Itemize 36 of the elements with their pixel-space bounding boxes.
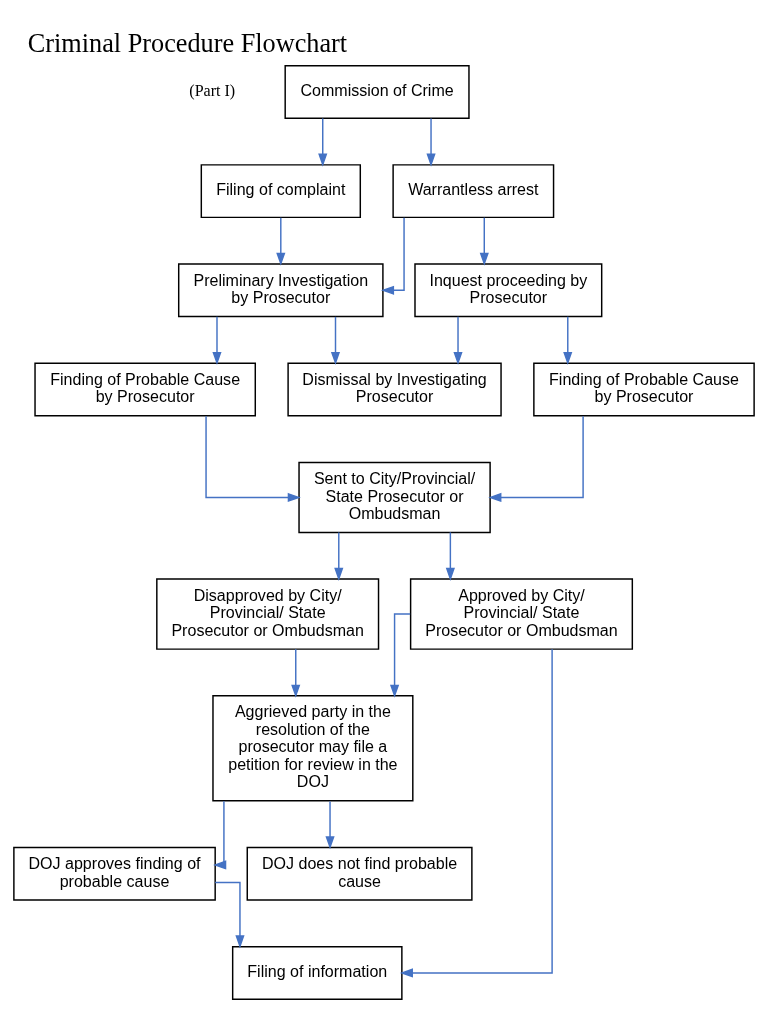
arrow (488, 415, 584, 502)
node-box: Finding of Probable Cause by Prosecutor (533, 362, 755, 417)
arrow (389, 613, 411, 698)
arrow (213, 800, 227, 870)
arrow (479, 216, 489, 266)
arrow (334, 531, 344, 581)
node-box: Aggrieved party in the resolution of the prosecutor may file a petition for review in the DOJ (212, 695, 414, 802)
node-box: DOJ approves finding of probable cause (13, 846, 216, 901)
node-box: Inquest proceeding by Prosecutor (414, 263, 603, 318)
label: (Part I) (189, 82, 236, 100)
arrow (276, 216, 286, 266)
node-box: Preliminary Investigation by Prosecutor (177, 263, 384, 318)
arrow (453, 316, 463, 366)
arrow (291, 648, 301, 698)
diagram-title: Criminal Procedure Flowchart (27, 28, 348, 58)
node-box: Finding of Probable Cause by Prosecutor (34, 362, 256, 417)
arrow (205, 415, 301, 502)
node-box: Approved by City/ Provincial/ State Prosecutor or Ombudsman (409, 578, 634, 650)
arrow (426, 117, 436, 167)
arrow (445, 531, 455, 581)
node-box: Filing of information (231, 945, 403, 1000)
node-box: Warrantless arrest (392, 164, 555, 219)
arrow (325, 800, 335, 850)
arrow (330, 316, 341, 366)
arrow (318, 117, 328, 167)
arrow (399, 648, 553, 978)
arrow (214, 881, 245, 949)
node-box: DOJ does not find probable cause (246, 846, 473, 901)
node-box: Dismissal by Investigating Prosecutor (287, 362, 502, 417)
node-box: Disapproved by City/ Provincial/ State Prosecutor or Ombudsman (156, 578, 380, 650)
node-box: Sent to City/Provincial/ State Prosecutor or Ombudsman (298, 461, 491, 534)
node-box: Commission of Crime (284, 64, 470, 119)
arrow (563, 316, 573, 366)
node-box: Filing of complaint (200, 164, 362, 219)
arrow (212, 316, 222, 366)
arrow (380, 216, 405, 295)
